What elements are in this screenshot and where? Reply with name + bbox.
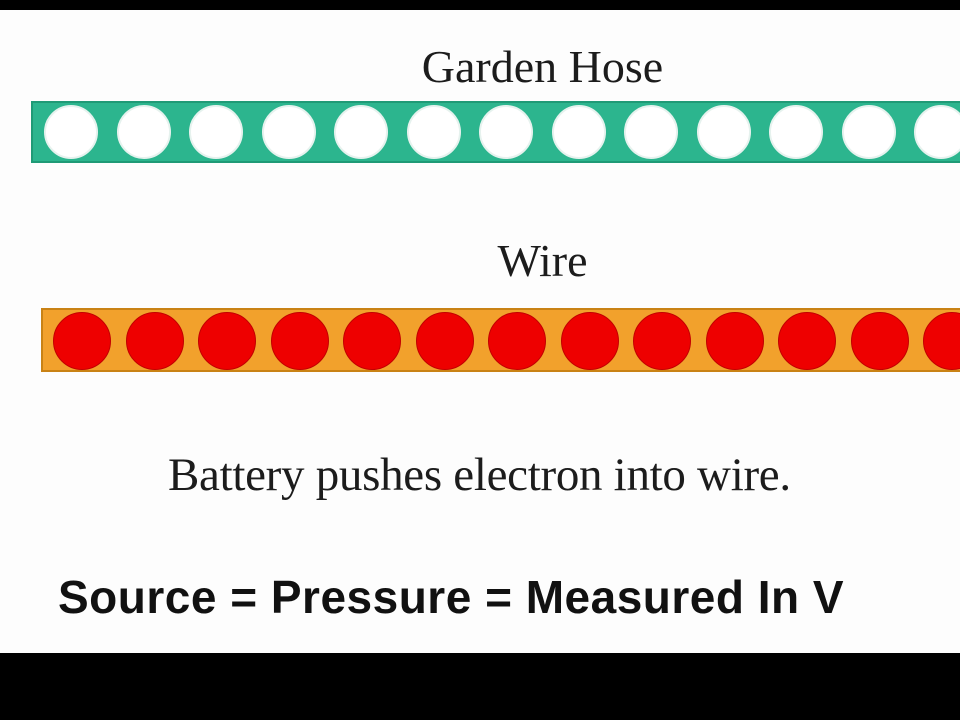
wire-title: Wire <box>497 235 588 286</box>
wire-electron-ball <box>560 312 619 370</box>
hose-water-ball <box>551 105 606 159</box>
hose-water-ball <box>334 105 388 159</box>
wire-electron-ball <box>923 312 960 370</box>
wire-electron-ball <box>488 312 546 370</box>
wire-electron-ball <box>778 312 836 370</box>
hose-water-ball <box>769 105 823 159</box>
hose-water-ball <box>479 105 533 159</box>
wire-electron-ball <box>705 312 764 370</box>
wire-tube <box>41 308 960 372</box>
hose-water-ball <box>696 105 751 159</box>
wire-electron-ball <box>343 312 401 370</box>
source-pressure-formula: Source = Pressure = Measured In V <box>58 571 845 623</box>
hose-water-ball <box>116 105 171 159</box>
garden-hose-tube <box>31 101 960 163</box>
hose-water-ball <box>406 105 461 159</box>
slide-frame: Garden Hose Wire Battery pushes electron… <box>0 10 960 653</box>
wire-electron-ball <box>270 312 329 370</box>
wire-electron-ball <box>850 312 909 370</box>
hose-water-ball <box>841 105 896 159</box>
garden-hose-title: Garden Hose <box>421 41 664 92</box>
wire-electron-ball <box>125 312 184 370</box>
wire-electron-ball <box>198 312 256 370</box>
wire-electron-ball <box>415 312 474 370</box>
hose-water-ball <box>44 105 98 159</box>
hose-water-ball <box>624 105 678 159</box>
hose-water-ball <box>189 105 243 159</box>
battery-caption: Battery pushes electron into wire. <box>168 449 791 501</box>
wire-electron-ball <box>53 312 111 370</box>
hose-water-ball <box>261 105 316 159</box>
wire-electron-ball <box>633 312 691 370</box>
hose-water-ball <box>914 105 960 159</box>
